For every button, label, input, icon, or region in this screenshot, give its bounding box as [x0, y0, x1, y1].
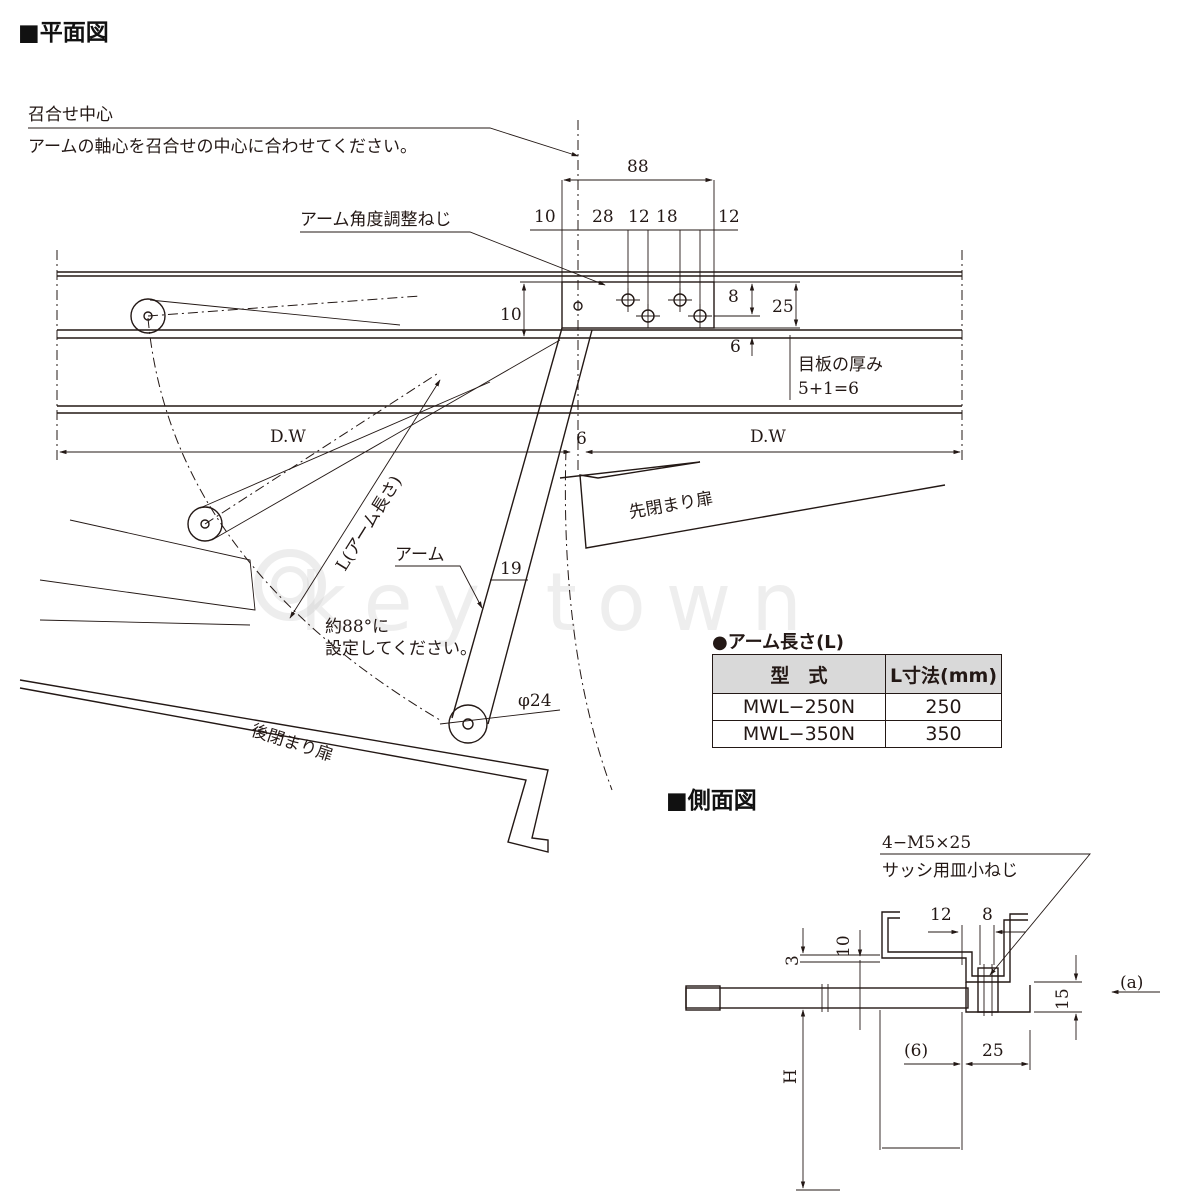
side-dim-6: (6) [904, 1041, 928, 1061]
arm-ghost-positions [130, 295, 561, 542]
dim-12b: 12 [718, 207, 740, 227]
side-dim-25: 25 [982, 1041, 1004, 1061]
plate-thickness-label: 目板の厚み [798, 355, 883, 375]
arm-pivot [573, 301, 583, 311]
side-view-a: (a) [1120, 973, 1143, 993]
side-dim-h: H [781, 1069, 801, 1084]
dim-10a: 10 [534, 207, 556, 227]
side-screw-spec: 4−M5×25 [882, 833, 971, 853]
side-screws [977, 967, 999, 1013]
first-closing-door [559, 461, 946, 549]
dim-6b: 6 [576, 429, 587, 449]
arm-side [685, 987, 969, 1009]
dim-18: 18 [656, 207, 678, 227]
center-note: アームの軸心を召合せの中心に合わせてください。 [28, 137, 417, 157]
swing-arc-door [564, 449, 613, 791]
side-screw-name: サッシ用皿小ねじ [882, 861, 1018, 881]
center-leader [28, 127, 579, 157]
angle-screw-label: アーム角度調整ねじ [300, 210, 451, 230]
angle-note-2: 設定してください。 [325, 639, 477, 659]
cell-model: MWL−350N [712, 720, 886, 748]
dim-dw-right: D.W [750, 427, 786, 447]
center-label: 召合せ中心 [28, 105, 113, 125]
dim-dw-left: D.W [270, 427, 306, 447]
header-model: 型 式 [712, 654, 886, 694]
table-row: MWL−350N 350 [712, 720, 1002, 748]
side-dim-15: 15 [1053, 988, 1073, 1010]
side-view-title: ■側面図 [666, 788, 757, 814]
mounting-bracket [561, 281, 715, 329]
cell-length: 250 [885, 693, 1002, 721]
cell-length: 350 [885, 720, 1002, 748]
arm-length-table-title: ●アーム長さ(L) [712, 632, 845, 653]
dim-10b: 10 [500, 305, 522, 325]
arm-length-table: ●アーム長さ(L) 型 式 L寸法(mm) MWL−250N 250 MWL−3… [712, 628, 1002, 748]
swing-arc-outer [147, 317, 441, 721]
dim-28: 28 [592, 207, 614, 227]
dim-12a: 12 [628, 207, 650, 227]
side-dim-3: 3 [783, 955, 803, 966]
arm-length-line [289, 379, 441, 619]
first-door-label: 先閉まり扉 [627, 488, 714, 522]
dim-25: 25 [772, 297, 794, 317]
dim-19: 19 [500, 559, 522, 579]
dim-phi24: φ24 [518, 691, 552, 711]
dim-8: 8 [728, 287, 739, 307]
side-dim-10: 10 [834, 935, 854, 957]
frame-channel [881, 911, 1028, 983]
arm-label: アーム [395, 545, 444, 565]
table-header-row: 型 式 L寸法(mm) [712, 654, 1002, 694]
spec-table: 型 式 L寸法(mm) MWL−250N 250 MWL−350N 350 [712, 654, 1002, 748]
side-dim-8: 8 [982, 905, 993, 925]
plate-thickness-formula: 5+1=6 [798, 379, 859, 399]
arm [439, 327, 593, 744]
screw-holes [616, 288, 712, 328]
cell-model: MWL−250N [712, 693, 886, 721]
rear-closing-door [19, 679, 549, 853]
dim-88: 88 [627, 157, 649, 177]
side-view: 4−M5×25 サッシ用皿小ねじ 12 8 3 10 15 [685, 833, 1160, 1191]
rear-door-label: 後閉まり扉 [248, 721, 335, 766]
table-row: MWL−250N 250 [712, 693, 1002, 721]
angle-screw-leader [300, 231, 606, 286]
angle-note-1: 約88°に [325, 617, 389, 637]
dim-6a: 6 [730, 337, 741, 357]
plan-view-title: ■平面図 [18, 20, 109, 46]
side-dim-12: 12 [930, 905, 952, 925]
header-length: L寸法(mm) [885, 654, 1002, 694]
